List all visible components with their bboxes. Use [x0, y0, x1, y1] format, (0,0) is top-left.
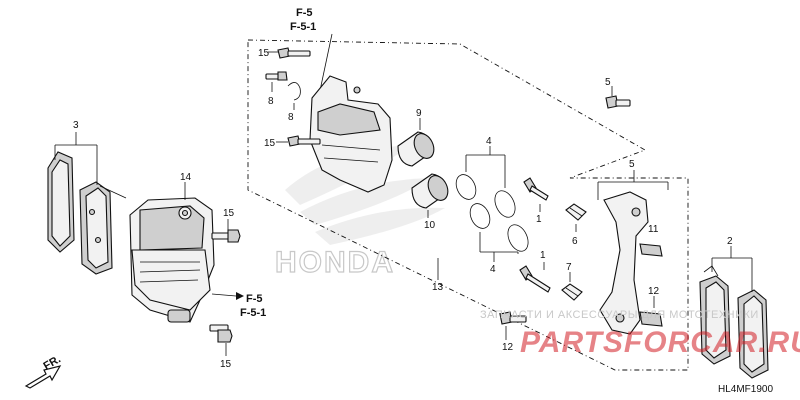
ref-f5-side: F-5	[246, 293, 263, 305]
bolt-15-upper	[211, 229, 241, 243]
label-1a: 4	[486, 136, 492, 147]
label-14: 14	[180, 172, 192, 183]
piston-4-upper	[397, 131, 435, 167]
label-8b: 15	[264, 138, 276, 149]
caliper-body-13	[309, 75, 393, 193]
caliper-bracket-11	[599, 191, 649, 335]
clip-10	[287, 82, 301, 101]
seal-set-1-lower	[469, 203, 529, 252]
label-15a: 15	[223, 208, 235, 219]
piston-4-lower	[411, 173, 449, 209]
label-6: 1	[536, 214, 542, 225]
seal-set-1-upper	[455, 174, 516, 218]
bolt-15-bottom	[499, 311, 527, 325]
front-direction-arrow	[24, 365, 62, 389]
label-5b: 7	[566, 262, 572, 273]
label-2: 2	[727, 236, 733, 247]
label-3: 3	[73, 120, 79, 131]
label-12a: 11	[648, 224, 659, 235]
bolt-8-lower	[287, 135, 321, 147]
bolt-15-top-right	[605, 95, 631, 109]
bleeder-screw-9	[265, 71, 288, 81]
label-12b: 12	[648, 286, 660, 297]
label-11: 5	[629, 159, 635, 170]
label-15b: 15	[220, 359, 232, 370]
brake-pad-left-front	[47, 151, 75, 253]
label-5a: 6	[572, 236, 578, 247]
boot-5-upper	[565, 203, 587, 221]
label-15c: 5	[605, 77, 611, 88]
label-4b: 10	[424, 220, 436, 231]
label-1b: 4	[490, 264, 496, 275]
front-label: FR.	[42, 353, 63, 372]
ref-f5-top: F-5	[296, 7, 313, 19]
boot-5-lower	[561, 283, 583, 301]
retainer-clip-12-lower	[639, 311, 663, 327]
pin-7	[519, 265, 551, 293]
label-9: 8	[268, 96, 274, 107]
label-13: 13	[432, 282, 444, 293]
pin-6	[523, 177, 549, 201]
watermark-site: PARTSFORCAR.RU	[520, 326, 800, 359]
label-4a: 9	[416, 108, 422, 119]
watermark-caption: ЗАПЧАСТИ И АКСЕССУАРЫ ДЛЯ МОТОТЕХНИКИ	[480, 309, 759, 321]
brake-pad-right-rear	[737, 289, 769, 379]
label-7: 1	[540, 250, 546, 261]
label-8a: 15	[258, 48, 270, 59]
ref-f51-side: F-5-1	[240, 307, 266, 319]
honda-watermark-text: HONDA	[275, 246, 395, 279]
retainer-clip-12-upper	[639, 243, 663, 257]
ref-f51-top: F-5-1	[290, 21, 316, 33]
label-10: 8	[288, 112, 294, 123]
diagram-code: HL4MF1900	[718, 384, 773, 395]
brake-pad-left-rear	[79, 181, 127, 275]
bolt-15-lower	[209, 324, 233, 343]
caliper-assembly-frame	[247, 39, 689, 371]
caliper-assembly-14	[129, 197, 215, 323]
brake-pad-right-front	[699, 265, 731, 365]
label-15d: 12	[502, 342, 514, 353]
bolt-8-upper	[277, 47, 311, 59]
